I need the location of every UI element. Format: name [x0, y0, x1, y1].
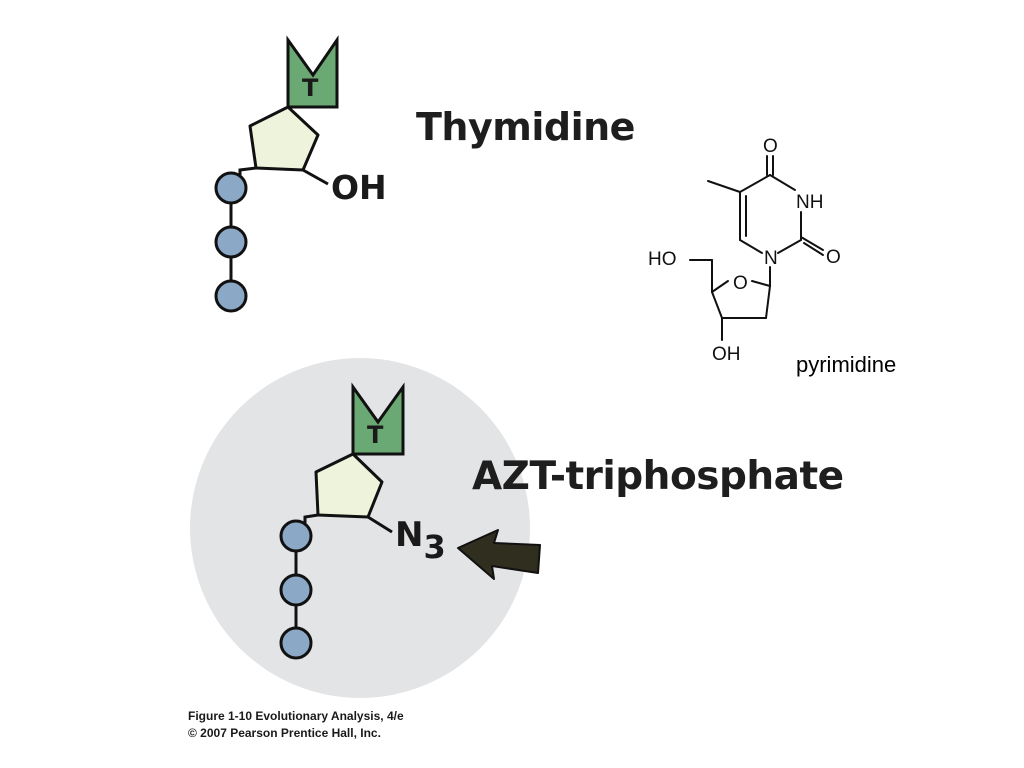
- arrow-icon: [457, 529, 541, 580]
- thymine-base-shape: [351, 382, 405, 456]
- ring-bond: [777, 239, 802, 254]
- azt-azido-label: N3: [395, 515, 446, 566]
- sugar-bond: [765, 285, 771, 319]
- atom-o-right: O: [826, 247, 841, 268]
- thymidine-hydroxyl-label: OH: [331, 168, 387, 207]
- phosphate-circle: [279, 573, 313, 607]
- azido-subscript: 3: [423, 528, 446, 566]
- atom-ho: HO: [648, 249, 677, 270]
- hydroxyl-bond: [302, 168, 329, 186]
- phosphate-circle: [214, 225, 248, 259]
- thymidine-title: Thymidine: [416, 105, 635, 149]
- ring-bond: [769, 174, 796, 191]
- azt-base-label: T: [367, 421, 384, 449]
- sugar-pentagon: [248, 105, 320, 172]
- atom-o-ring: O: [733, 273, 748, 294]
- azt-title: AZT-triphosphate: [472, 454, 844, 499]
- thymidine-base-label: T: [302, 74, 319, 102]
- azido-bond: [367, 515, 393, 534]
- figure-caption: Figure 1-10 Evolutionary Analysis, 4/e ©…: [188, 708, 404, 742]
- structure-caption: pyrimidine: [796, 352, 897, 377]
- sugar-bond: [711, 280, 729, 293]
- figure-caption-line2: © 2007 Pearson Prentice Hall, Inc.: [188, 726, 381, 740]
- sugar-bond: [711, 291, 723, 319]
- carbonyl-bond: [803, 242, 824, 256]
- phosphate-circle: [214, 279, 248, 313]
- phosphate-circle: [279, 626, 313, 660]
- methyl-bond: [707, 180, 741, 193]
- azido-n-label: N: [395, 515, 424, 555]
- figure-caption-line1: Figure 1-10 Evolutionary Analysis, 4/e: [188, 709, 404, 723]
- phosphate-circle: [214, 171, 248, 205]
- atom-oh: OH: [712, 344, 741, 365]
- sugar-bond: [751, 280, 771, 287]
- atom-n: N: [764, 248, 778, 269]
- thymine-base-shape: [286, 35, 339, 109]
- carbonyl-bond: [800, 236, 824, 251]
- ring-bond: [739, 174, 771, 193]
- phosphate-circle: [279, 519, 313, 553]
- atom-nh: NH: [796, 192, 824, 213]
- ring-bond: [739, 239, 763, 254]
- sugar-pentagon: [314, 452, 384, 519]
- atom-o-top: O: [763, 136, 778, 157]
